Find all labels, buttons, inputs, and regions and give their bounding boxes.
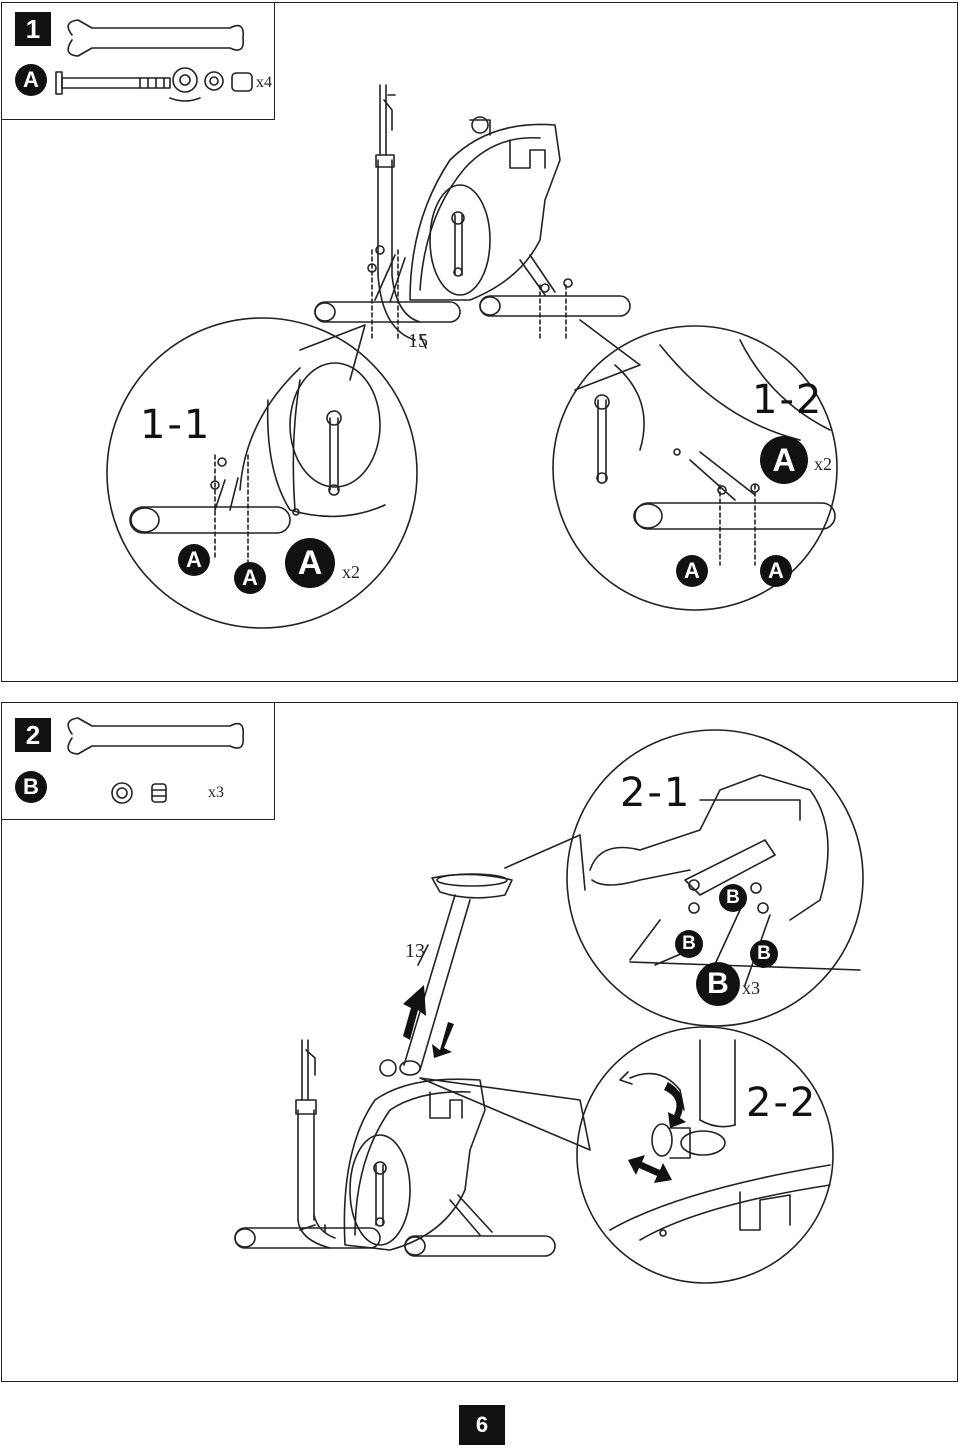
callout-1-2-qty: x2 xyxy=(814,454,832,474)
wrench-icon-step2 xyxy=(67,717,245,755)
callout-1-1-label: 1-1 xyxy=(140,402,212,448)
step2-panel xyxy=(1,702,958,1382)
callout-2-1 xyxy=(504,729,864,1027)
marker-a-large-2: A xyxy=(760,436,808,484)
marker-a-3: A xyxy=(676,555,708,587)
callout-2-2-label: 2-2 xyxy=(746,1080,818,1126)
marker-a-large: A xyxy=(285,538,335,588)
part-a-qty: x4 xyxy=(256,74,272,91)
part-number-15: 15 xyxy=(408,330,428,352)
rotate-arrow-icon xyxy=(664,1082,686,1128)
washer-b-icon xyxy=(111,782,133,804)
marker-b-1: B xyxy=(719,884,747,912)
leader-15 xyxy=(419,334,427,349)
bike-main-step1 xyxy=(314,84,631,341)
wrench-icon-step1 xyxy=(67,19,245,57)
marker-a-2: A xyxy=(234,562,266,594)
part-b-qty: x3 xyxy=(208,784,224,801)
leader-13 xyxy=(417,944,429,966)
step2-number: 2 xyxy=(15,718,51,752)
marker-a-4: A xyxy=(760,555,792,587)
bolt-a-icon xyxy=(55,67,253,102)
arrow-down-icon xyxy=(432,1022,454,1058)
part-a-badge: A xyxy=(15,64,47,96)
callout-2-2 xyxy=(419,1026,834,1284)
bike-main-step2 xyxy=(234,873,556,1257)
callout-1-1 xyxy=(106,317,418,629)
marker-b-3: B xyxy=(750,940,778,968)
marker-b-2: B xyxy=(675,930,703,958)
step1-number: 1 xyxy=(15,12,51,46)
part-b-badge: B xyxy=(15,771,47,803)
nut-b-icon xyxy=(151,783,167,803)
callout-2-1-qty: x3 xyxy=(742,978,760,998)
step1-parts-box xyxy=(1,2,275,120)
marker-a-1: A xyxy=(178,544,210,576)
marker-b-large: B xyxy=(696,962,740,1006)
callout-1-2-label: 1-2 xyxy=(752,377,824,423)
step2-parts-box xyxy=(1,702,275,820)
step1-panel xyxy=(1,2,958,682)
double-arrow-icon xyxy=(628,1155,672,1183)
callout-2-1-label: 2-1 xyxy=(620,770,692,816)
callout-1-1-qty: x2 xyxy=(342,562,360,582)
part-number-13: 13 xyxy=(405,940,425,962)
arrow-up-icon xyxy=(403,985,426,1040)
callout-1-2 xyxy=(552,319,838,611)
page-number: 6 xyxy=(459,1405,505,1445)
